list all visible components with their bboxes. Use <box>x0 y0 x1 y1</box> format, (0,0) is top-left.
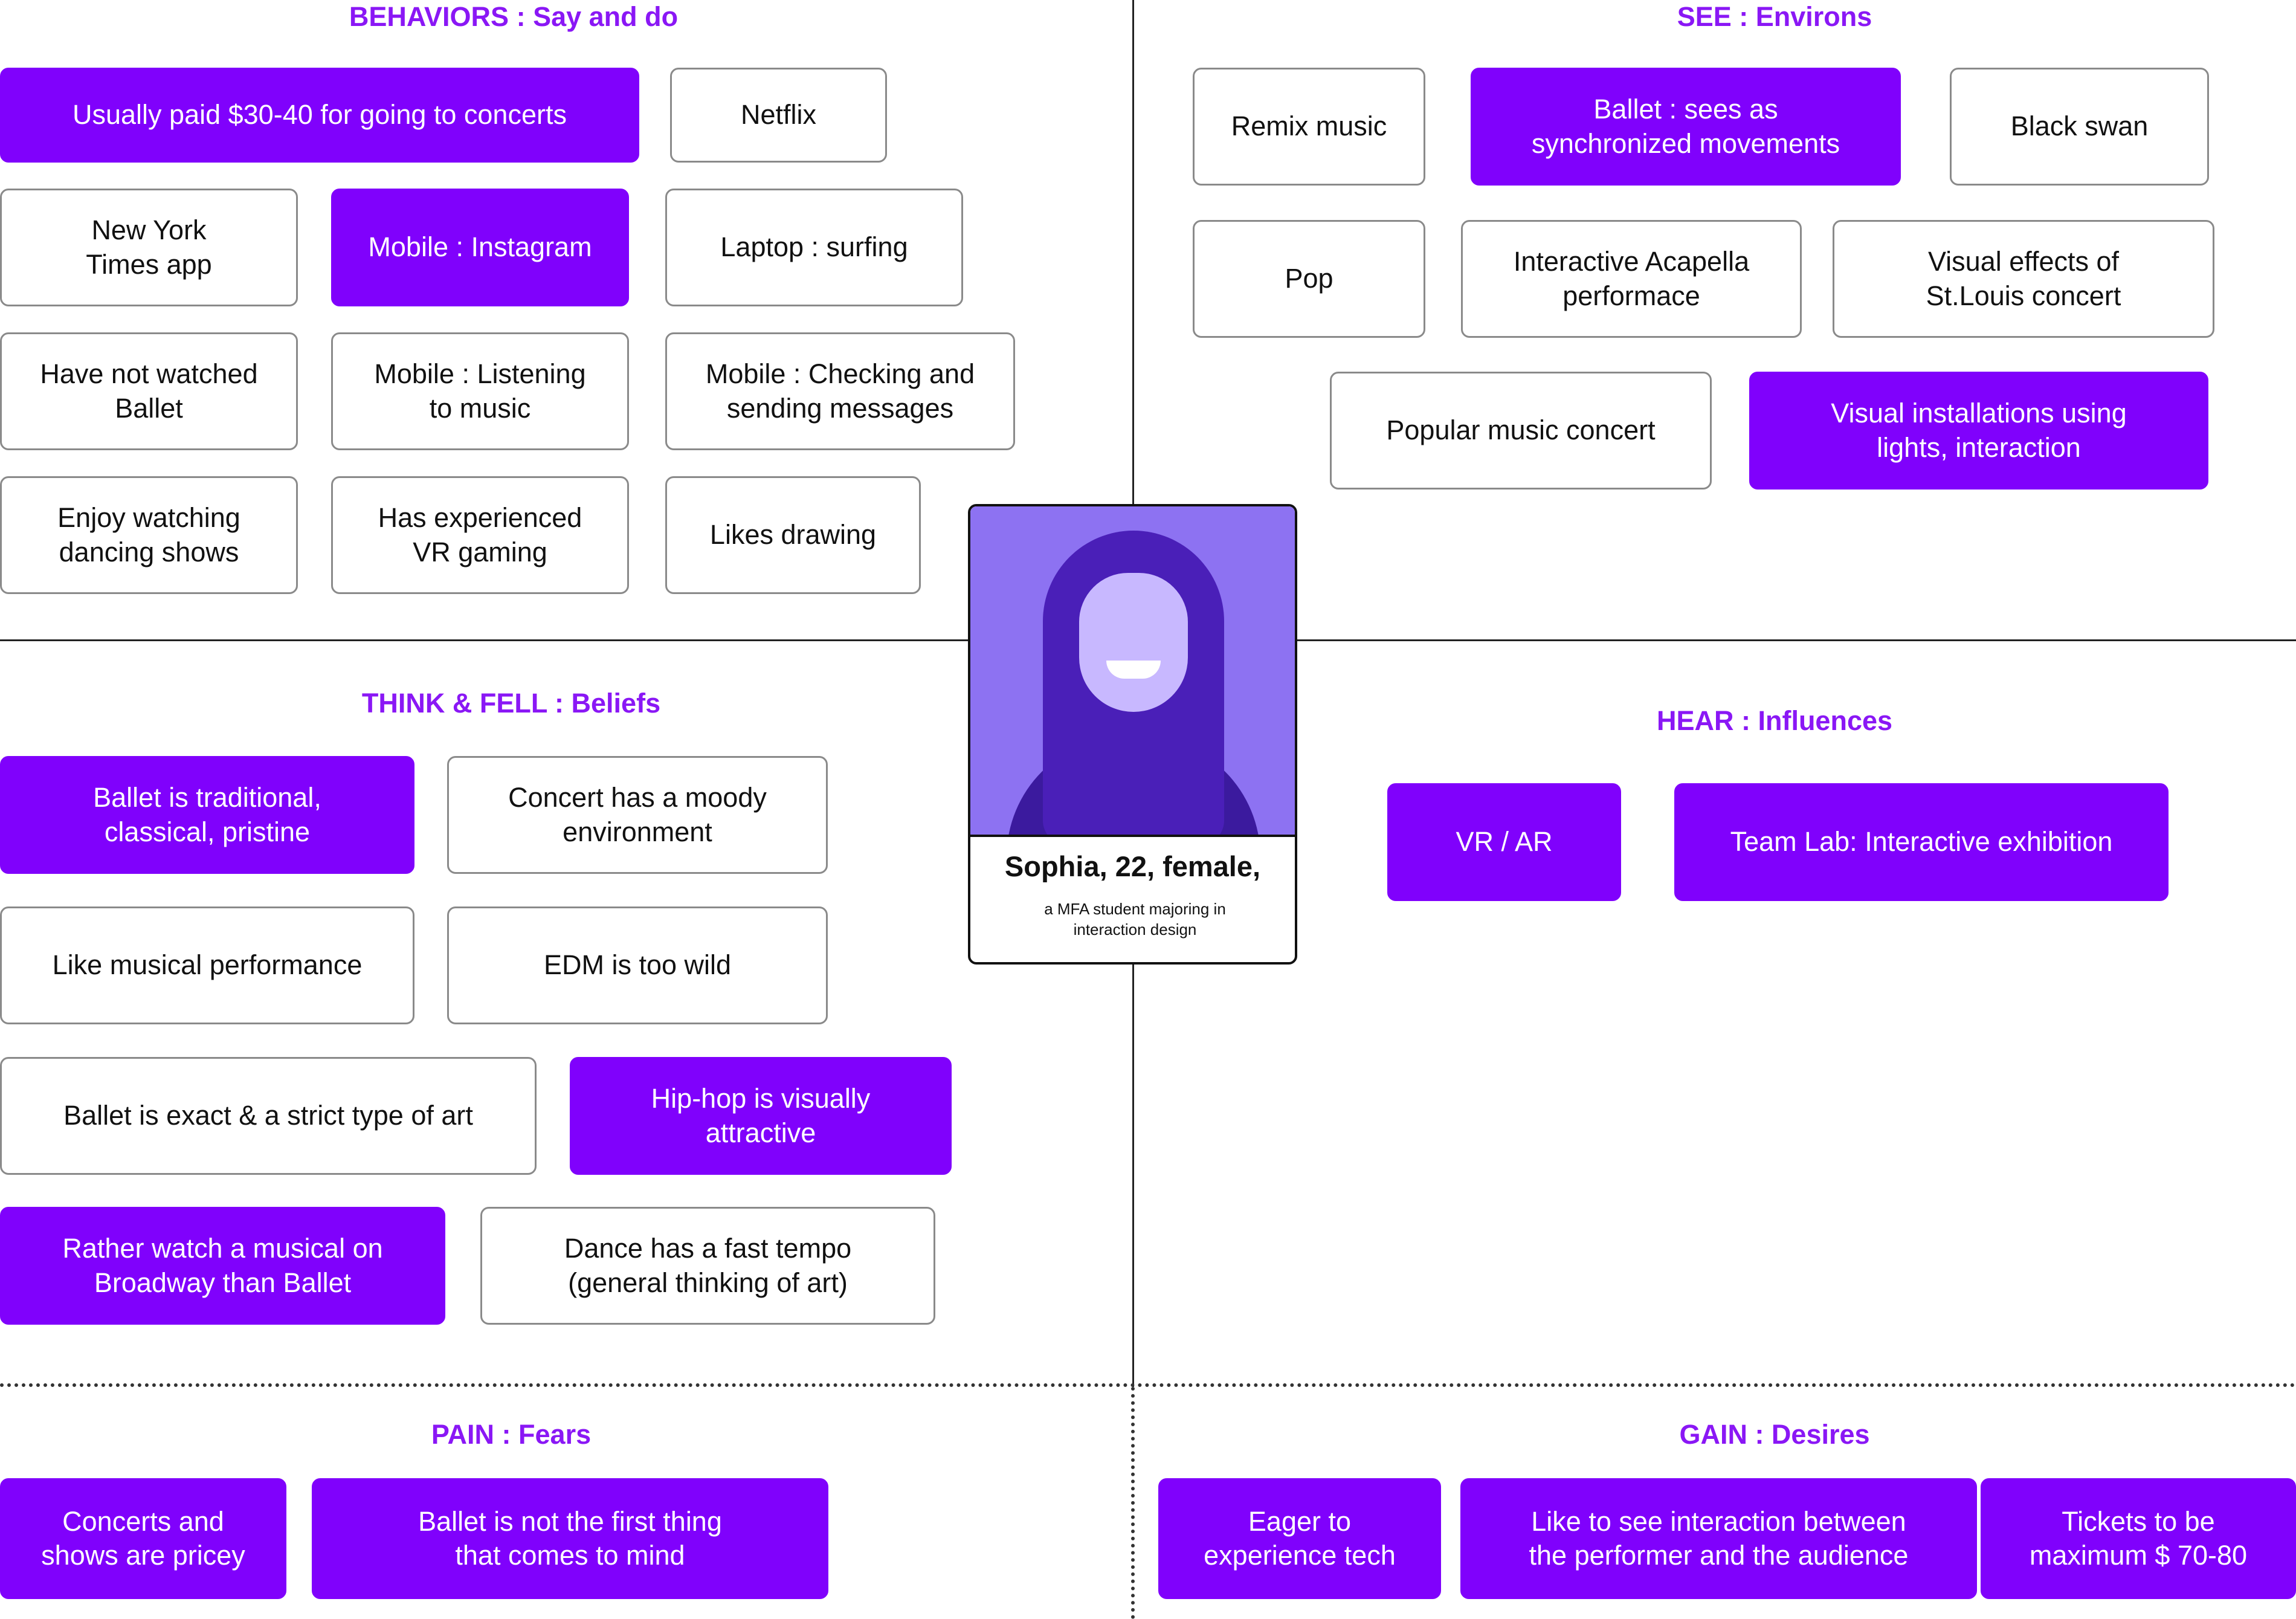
persona-description: a MFA student majoring in interaction de… <box>1044 900 1226 939</box>
sticky-note: Ballet is not the first thing that comes… <box>312 1478 828 1599</box>
sticky-note: Interactive Acapella performace <box>1461 220 1802 338</box>
sticky-note: Dance has a fast tempo (general thinking… <box>480 1207 935 1325</box>
sticky-note: Remix music <box>1193 68 1425 186</box>
section-title-think: THINK & FELL : Beliefs <box>361 688 661 719</box>
sticky-note: Visual installations using lights, inter… <box>1749 372 2208 490</box>
sticky-note: Netflix <box>670 68 887 163</box>
sticky-note: Ballet is traditional, classical, pristi… <box>0 756 414 874</box>
sticky-note: Like to see interaction between the perf… <box>1460 1478 1977 1599</box>
sticky-note: Mobile : Checking and sending messages <box>665 332 1015 450</box>
sticky-note: Ballet is exact & a strict type of art <box>0 1057 537 1175</box>
section-title-gain: GAIN : Desires <box>1679 1419 1870 1450</box>
sticky-note: Popular music concert <box>1330 372 1712 490</box>
dotted-divider <box>0 1383 2296 1387</box>
sticky-note: EDM is too wild <box>447 906 828 1024</box>
sticky-note: Mobile : Instagram <box>331 189 629 306</box>
sticky-note: Ballet : sees as synchronized movements <box>1471 68 1901 186</box>
section-title-hear: HEAR : Influences <box>1656 705 1893 736</box>
horizontal-divider-right <box>1296 639 2296 641</box>
sticky-note: Likes drawing <box>665 476 921 594</box>
sticky-note: Usually paid $30-40 for going to concert… <box>0 68 639 163</box>
sticky-note: Has experienced VR gaming <box>331 476 629 594</box>
sticky-note: Like musical performance <box>0 906 414 1024</box>
sticky-note: Black swan <box>1950 68 2209 186</box>
sticky-note: Team Lab: Interactive exhibition <box>1674 783 2169 901</box>
sticky-note: Visual effects of St.Louis concert <box>1833 220 2214 338</box>
sticky-note: Concert has a moody environment <box>447 756 828 874</box>
persona-name: Sophia, 22, female, <box>1004 850 1261 882</box>
sticky-note: Enjoy watching dancing shows <box>0 476 298 594</box>
sticky-note: Have not watched Ballet <box>0 332 298 450</box>
section-title-see: SEE : Environs <box>1677 1 1872 32</box>
sticky-note: Concerts and shows are pricey <box>0 1478 286 1599</box>
persona-photo <box>970 506 1295 837</box>
sticky-note: Mobile : Listening to music <box>331 332 629 450</box>
sticky-note: Hip-hop is visually attractive <box>570 1057 952 1175</box>
sticky-note: Tickets to be maximum $ 70-80 <box>1981 1478 2296 1599</box>
dotted-vertical-divider <box>1131 1387 1135 1619</box>
sticky-note: Laptop : surfing <box>665 189 963 306</box>
sticky-note: Pop <box>1193 220 1425 338</box>
horizontal-divider-left <box>0 639 969 641</box>
section-title-behaviors: BEHAVIORS : Say and do <box>349 1 679 32</box>
sticky-note: Eager to experience tech <box>1158 1478 1441 1599</box>
section-title-pain: PAIN : Fears <box>431 1419 592 1450</box>
sticky-note: New York Times app <box>0 189 298 306</box>
sticky-note: Rather watch a musical on Broadway than … <box>0 1207 445 1325</box>
persona-card: Sophia, 22, female, a MFA student majori… <box>968 504 1297 965</box>
sticky-note: VR / AR <box>1387 783 1621 901</box>
